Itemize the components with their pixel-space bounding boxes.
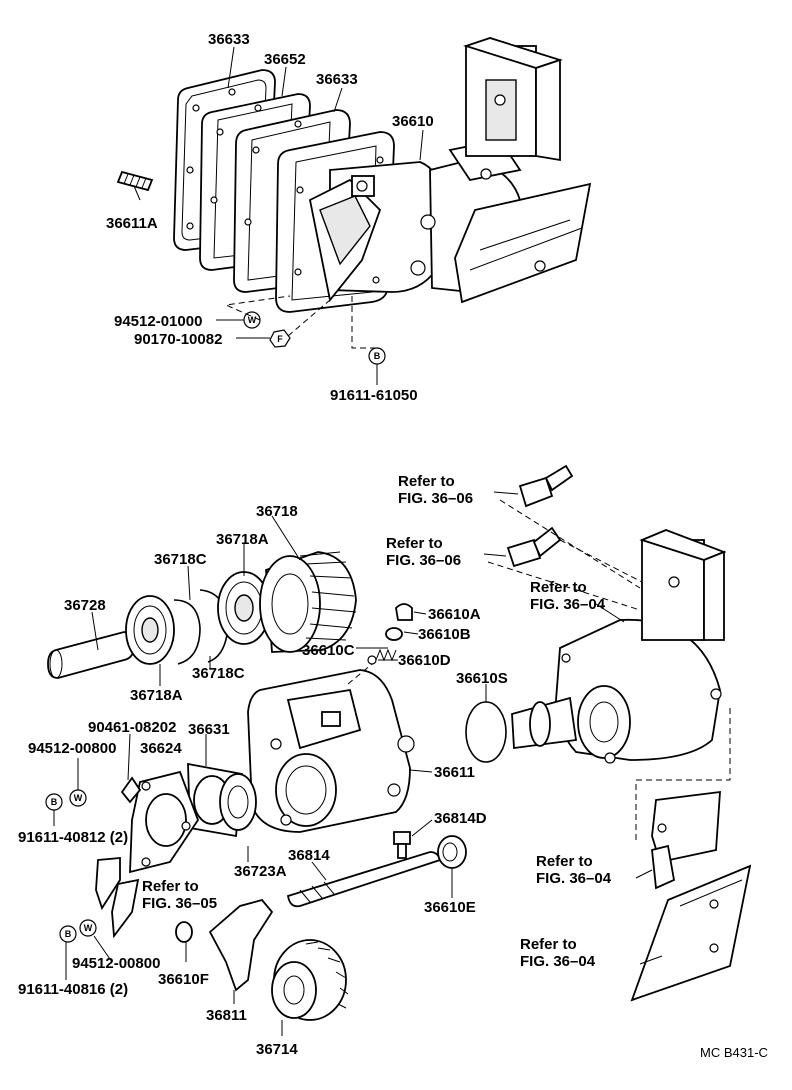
clip-90461-08202 bbox=[120, 776, 142, 804]
top-assembly: W F B 36633 36652 36633 36610 36611A 945… bbox=[106, 31, 592, 404]
label-91611-40816: 91611-40816 (2) bbox=[18, 981, 128, 998]
bolt-91611-61050: B bbox=[368, 347, 386, 365]
refer-fig-label: FIG. 36–04 bbox=[536, 870, 612, 887]
label-36610D: 36610D bbox=[398, 652, 451, 669]
label-36631: 36631 bbox=[188, 721, 230, 738]
bolt-91611-40816: B bbox=[59, 925, 77, 943]
cover-36624 bbox=[129, 770, 200, 874]
stud-36611A bbox=[116, 170, 154, 192]
label-36811: 36811 bbox=[206, 1007, 247, 1024]
label-94512-00800: 94512-00800 bbox=[28, 740, 116, 757]
ball-36610D bbox=[367, 655, 377, 665]
gear-36718 bbox=[259, 551, 357, 653]
refer-label: Refer to bbox=[386, 535, 443, 552]
bolt-36814D bbox=[393, 831, 411, 859]
label-36718A: 36718A bbox=[216, 531, 269, 548]
label-94512-00800: 94512-00800 bbox=[72, 955, 160, 972]
badge-b: B bbox=[51, 797, 58, 807]
label-36814: 36814 bbox=[288, 847, 330, 864]
label-36610: 36610 bbox=[392, 113, 434, 130]
bolt-91611-40812: B bbox=[45, 793, 63, 811]
label-36633: 36633 bbox=[316, 71, 358, 88]
plate-left bbox=[95, 857, 140, 939]
label-91611-40812: 91611-40812 (2) bbox=[18, 829, 128, 846]
label-36718C: 36718C bbox=[154, 551, 207, 568]
washer-94512-00800: W bbox=[79, 919, 97, 937]
label-36723A: 36723A bbox=[234, 863, 287, 880]
o-ring-36610S bbox=[465, 701, 507, 763]
plate-fig-36-04 bbox=[630, 864, 752, 1002]
badge-w: W bbox=[248, 315, 257, 325]
badge-w: W bbox=[84, 923, 93, 933]
washer-94512-00800: W bbox=[69, 789, 87, 807]
refer-fig-label: FIG. 36–04 bbox=[520, 953, 596, 970]
badge-f: F bbox=[277, 334, 283, 344]
label-36610F: 36610F bbox=[158, 971, 209, 988]
label-36728: 36728 bbox=[64, 597, 106, 614]
label-36652: 36652 bbox=[264, 51, 306, 68]
spring-36610C bbox=[375, 648, 397, 662]
badge-b: B bbox=[65, 929, 72, 939]
label-36610A: 36610A bbox=[428, 606, 481, 623]
label-36814D: 36814D bbox=[434, 810, 487, 827]
drawing-code: MC B431-C bbox=[700, 1045, 768, 1060]
refer-fig-label: FIG. 36–05 bbox=[142, 895, 217, 912]
label-36718: 36718 bbox=[256, 503, 298, 520]
refer-label: Refer to bbox=[142, 878, 199, 895]
shaft-36728 bbox=[47, 631, 135, 679]
refer-label: Refer to bbox=[520, 936, 577, 953]
label-90170-10082: 90170-10082 bbox=[134, 331, 222, 348]
housing-36611 bbox=[247, 669, 415, 833]
refer-label: Refer to bbox=[398, 473, 455, 490]
label-36624: 36624 bbox=[140, 740, 182, 757]
refer-label: Refer to bbox=[536, 853, 593, 870]
plug-36610A bbox=[395, 603, 413, 621]
label-36718C: 36718C bbox=[192, 665, 245, 682]
transmission-right bbox=[511, 529, 727, 764]
pto-unit-36610 bbox=[275, 37, 592, 313]
refer-label: Refer to bbox=[530, 579, 587, 596]
bottom-assembly: B W B W bbox=[18, 464, 752, 1058]
badge-w: W bbox=[74, 793, 83, 803]
refer-fig-label: FIG. 36–06 bbox=[398, 490, 473, 507]
label-90461-08202: 90461-08202 bbox=[88, 719, 176, 736]
fitting-lower bbox=[506, 526, 562, 568]
label-36611A: 36611A bbox=[106, 215, 158, 232]
label-36718A: 36718A bbox=[130, 687, 183, 704]
label-36610B: 36610B bbox=[418, 626, 471, 643]
bracket-fig-36-04 bbox=[651, 790, 721, 890]
gear-36714 bbox=[271, 939, 349, 1021]
label-36633: 36633 bbox=[208, 31, 250, 48]
label-91611-61050: 91611-61050 bbox=[330, 387, 418, 404]
nut-90170-10082: F bbox=[269, 329, 291, 348]
badge-b: B bbox=[374, 351, 381, 361]
refer-fig-label: FIG. 36–06 bbox=[386, 552, 461, 569]
label-36610S: 36610S bbox=[456, 670, 508, 687]
plug-36610F bbox=[175, 921, 193, 943]
bearing-36723A bbox=[219, 773, 257, 831]
bearing-36718A-rear bbox=[217, 571, 271, 645]
label-36610C: 36610C bbox=[302, 642, 355, 659]
washer-36610B bbox=[385, 627, 403, 641]
label-36611: 36611 bbox=[434, 764, 475, 781]
refer-fig-label: FIG. 36–04 bbox=[530, 596, 606, 613]
shift-fork-36811 bbox=[208, 898, 274, 992]
label-36610E: 36610E bbox=[424, 899, 476, 916]
snap-ring-36718C-1 bbox=[173, 599, 201, 665]
oil-seal-36610E bbox=[437, 835, 467, 869]
bearing-36718A-front bbox=[125, 595, 175, 665]
label-94512-01000: 94512-01000 bbox=[114, 313, 202, 330]
label-36714: 36714 bbox=[256, 1041, 298, 1058]
fitting-upper bbox=[518, 464, 574, 508]
